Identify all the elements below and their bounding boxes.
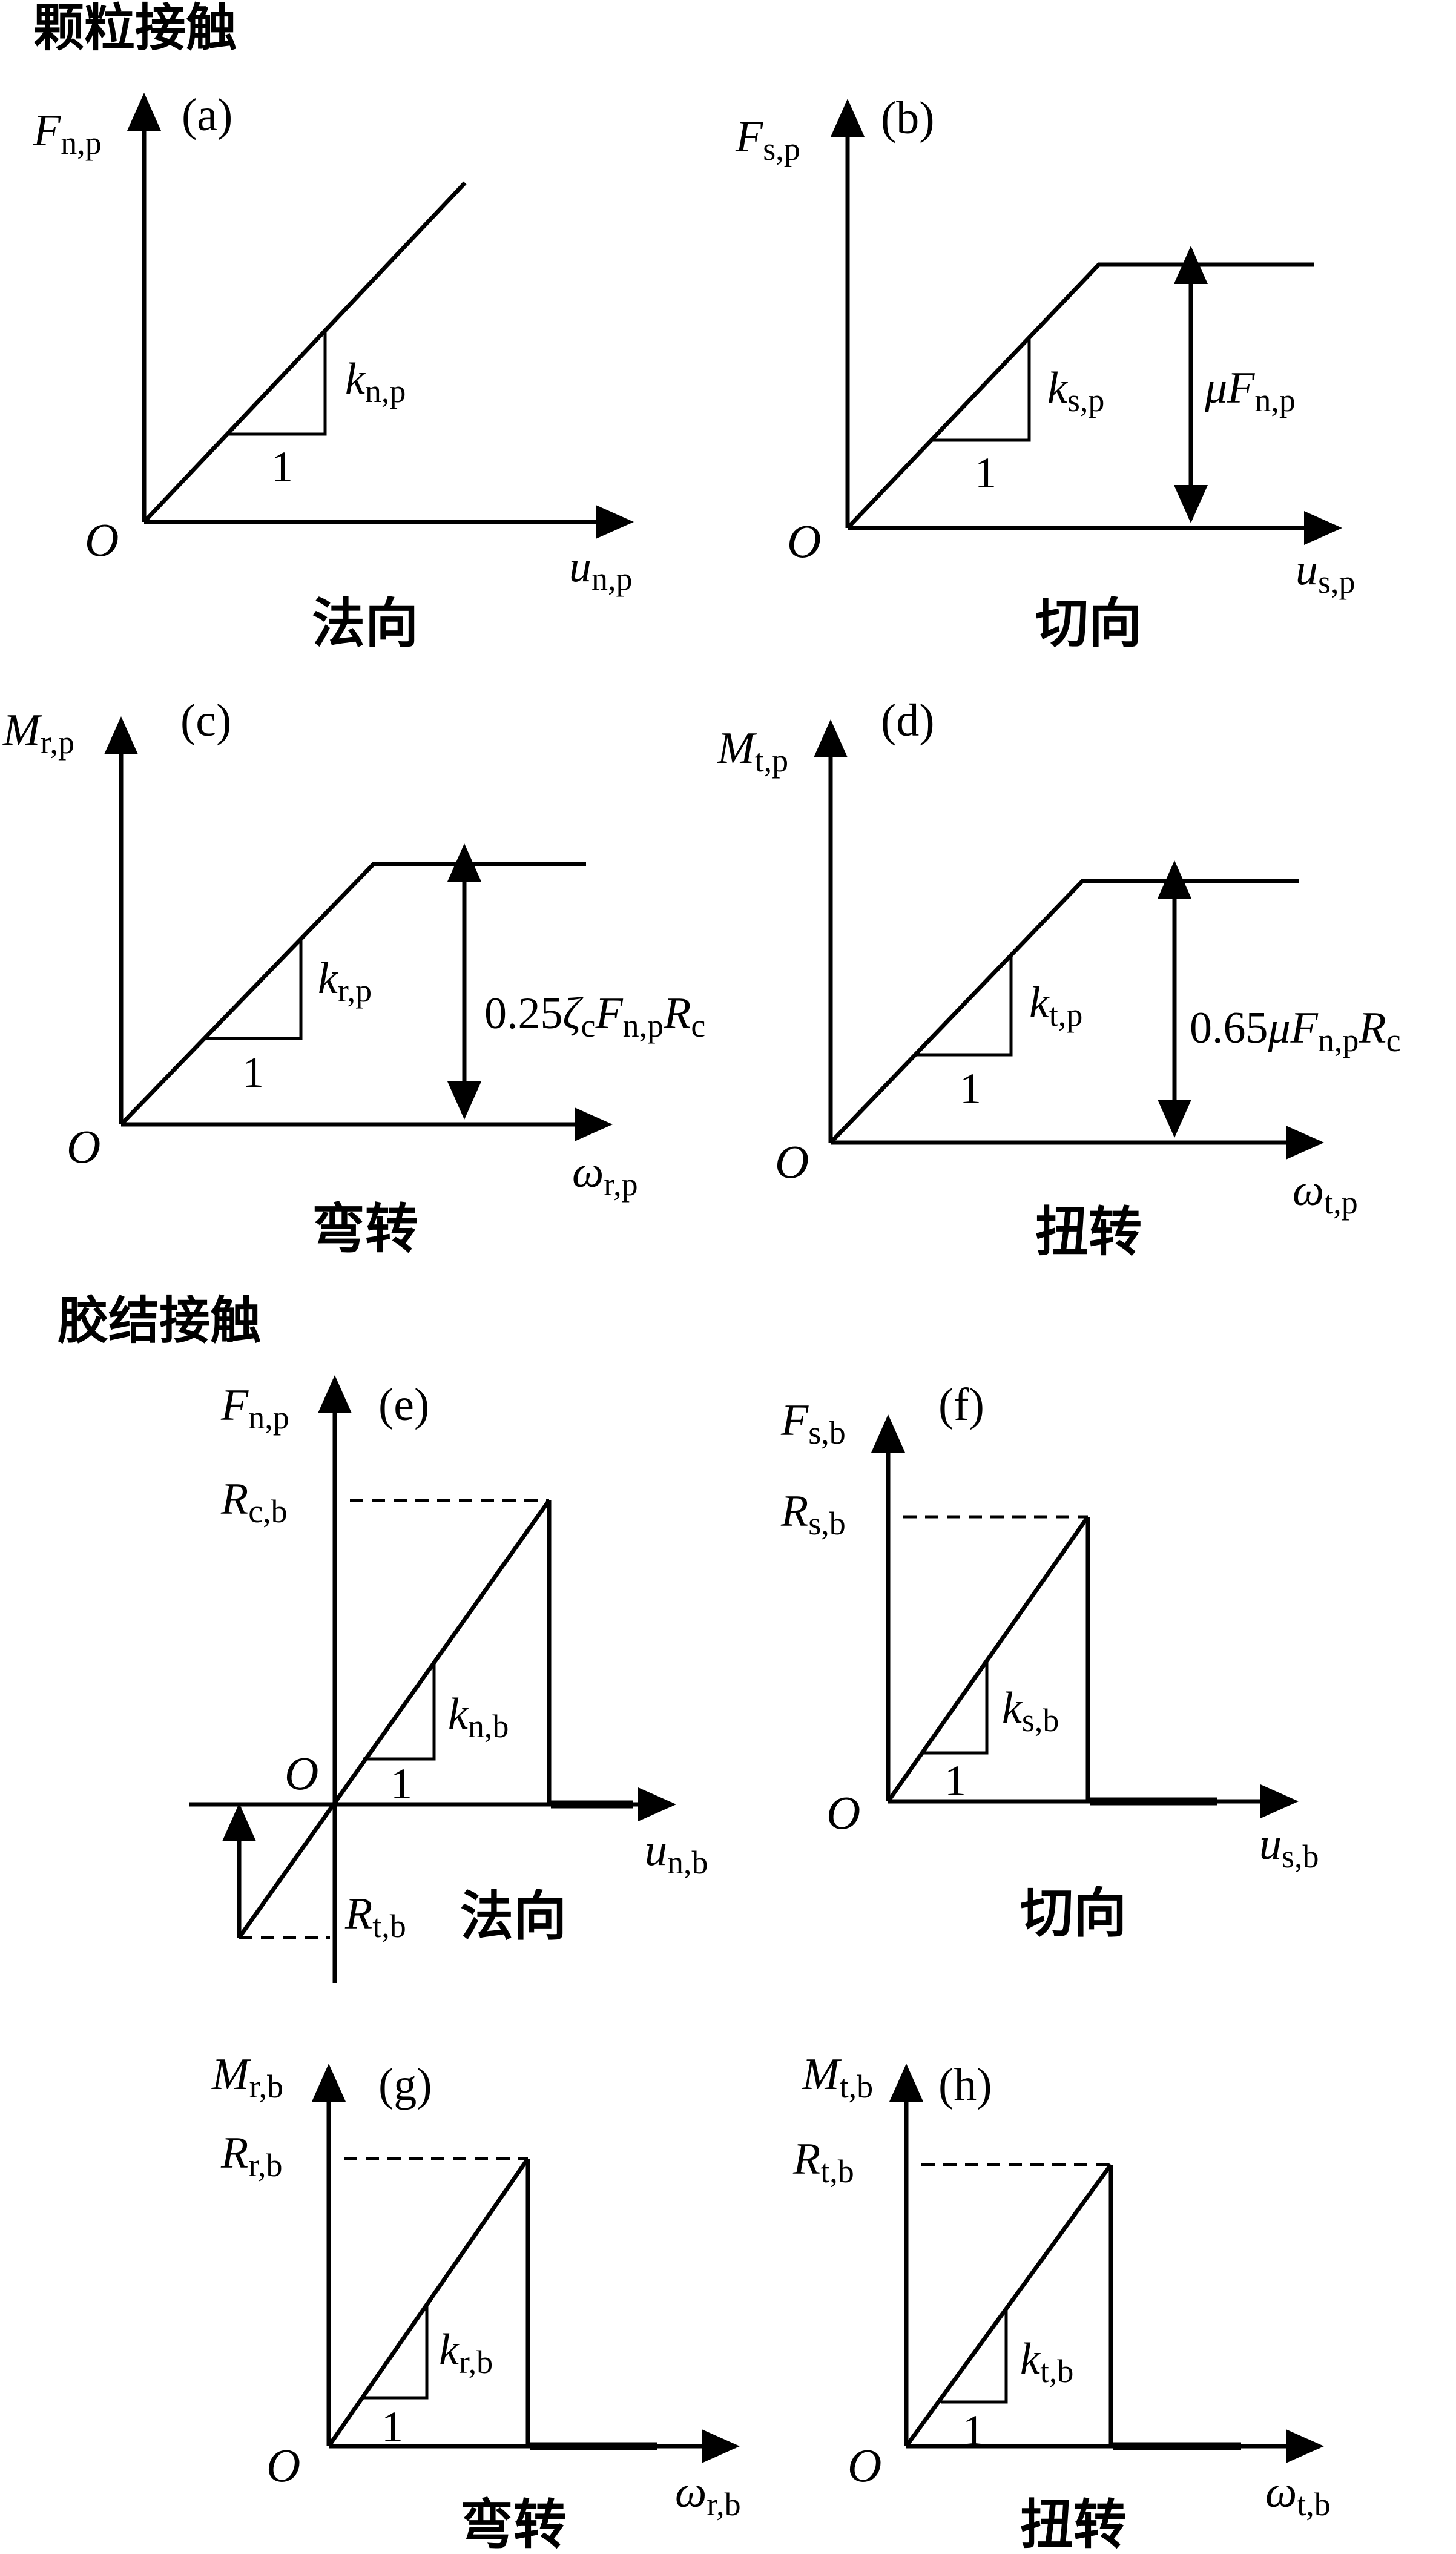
unit-label: 1 (390, 1760, 412, 1808)
slope-triangle (226, 329, 327, 436)
x-axis-label: us,b (1259, 1820, 1319, 1875)
panel-d-twisting-particle: Mt,p (d) kt,p 1 0.65μFn,pRc O ωt,p 扭转 (717, 695, 1401, 1263)
panel-caption: 扭转 (1035, 1201, 1142, 1263)
panel-tag: (g) (378, 2059, 432, 2110)
panel-caption: 法向 (312, 592, 418, 655)
panel-tag: (b) (881, 93, 935, 144)
origin-label: O (848, 2439, 881, 2492)
panel-c-rolling-particle: Mr,p (c) kr,p 1 0.25ζcFn,pRc O ωr,p 弯转 (2, 695, 705, 1260)
slope-triangle (363, 1661, 436, 1761)
panel-a-normal-particle: Fn,p (a) kn,p 1 O un,p 法向 (33, 90, 634, 655)
panel-caption: 扭转 (1020, 2493, 1127, 2554)
unit-label: 1 (271, 443, 293, 491)
peak-label: Rr,b (220, 2128, 283, 2183)
x-axis-label: ωr,p (572, 1147, 638, 1203)
y-axis-label: Mt,p (717, 724, 788, 779)
y-axis-label: Mr,b (211, 2050, 283, 2105)
peak-label: Rc,b (220, 1474, 288, 1529)
stiffness-line (886, 1515, 1090, 1803)
unit-label: 1 (960, 1064, 981, 1113)
stiffness-label: ks,p (1047, 363, 1104, 418)
limit-label: 0.65μFn,pRc (1190, 1003, 1401, 1058)
stiffness-line (237, 1499, 551, 1939)
y-axis-label: Fn,p (33, 106, 102, 161)
panel-g-rolling-bond: Mr,b (g) Rr,b kr,b 1 O ωr,b 弯转 (211, 2050, 741, 2554)
x-axis-label: us,p (1296, 545, 1356, 600)
origin-label: O (775, 1135, 809, 1188)
panel-tag: (d) (881, 695, 935, 746)
panel-tag: (a) (182, 90, 232, 140)
origin-label: O (787, 515, 821, 567)
panel-tag: (h) (938, 2059, 992, 2110)
slope-triangle (923, 1661, 989, 1755)
unit-label: 1 (381, 2403, 403, 2451)
panel-b-shear-particle: Fs,p (b) ks,p 1 μFn,p O us,p 切向 (735, 93, 1356, 655)
stiffness-label: kn,p (345, 354, 406, 409)
y-axis-label: Fs,b (780, 1396, 846, 1451)
y-axis-label: Fn,p (220, 1381, 289, 1436)
unit-label: 1 (963, 2406, 984, 2455)
limit-label: μFn,p (1204, 363, 1296, 418)
stiffness-label: kt,b (1020, 2334, 1073, 2389)
panel-tag: (c) (180, 695, 231, 746)
panel-caption: 法向 (460, 1885, 567, 1947)
origin-label: O (67, 1120, 100, 1173)
unit-label: 1 (242, 1048, 264, 1097)
panel-caption: 切向 (1035, 592, 1142, 655)
panel-caption: 弯转 (460, 2493, 567, 2554)
x-axis-label: ωr,b (675, 2467, 741, 2523)
unit-label: 1 (975, 449, 996, 497)
x-axis-label: un,p (569, 542, 633, 597)
panel-tag: (e) (378, 1379, 429, 1430)
y-axis-label: Mr,p (2, 705, 74, 761)
peak-label: Rt,b (792, 2134, 854, 2189)
stiffness-line (904, 2163, 1113, 2448)
stiffness-line (327, 2157, 530, 2447)
origin-label: O (85, 513, 119, 566)
x-axis-label: ωt,b (1265, 2467, 1331, 2523)
stiffness-label: ks,b (1002, 1683, 1059, 1738)
limit-label: 0.25ζcFn,pRc (484, 989, 705, 1044)
stiffness-label: kr,b (439, 2325, 493, 2380)
stiffness-label: kn,b (448, 1689, 509, 1744)
slope-triangle (914, 955, 1013, 1057)
stiffness-label: kr,p (318, 954, 372, 1009)
x-axis-label: ωt,p (1293, 1166, 1358, 1221)
y-axis-label: Mt,b (802, 2050, 873, 2105)
stiffness-line (142, 181, 467, 524)
y-axis-label: Fs,p (735, 112, 800, 167)
panel-f-shear-bond: Fs,b (f) Rs,b ks,b 1 O us,b 切向 (780, 1379, 1319, 1944)
section-title-particle-contact: 颗粒接触 (33, 0, 237, 58)
slope-triangle (205, 939, 303, 1040)
origin-label: O (266, 2439, 300, 2492)
panel-tag: (f) (938, 1379, 984, 1430)
origin-label: O (285, 1747, 318, 1800)
slope-triangle (361, 2304, 429, 2400)
origin-label: O (826, 1786, 860, 1839)
stiffness-label: kt,p (1029, 978, 1082, 1033)
panel-caption: 弯转 (312, 1198, 418, 1260)
panel-e-normal-bond: Fn,p (e) Rc,b kn,b 1 O Rt,b un,b 法向 (189, 1375, 708, 1983)
x-axis-label: un,b (645, 1826, 708, 1881)
peak-label: Rs,b (780, 1487, 846, 1542)
unit-label: 1 (944, 1757, 966, 1805)
trough-label: Rt,b (344, 1889, 406, 1944)
panel-caption: 切向 (1020, 1882, 1127, 1944)
section-title-bond-contact: 胶结接触 (58, 1291, 261, 1350)
panel-h-twisting-bond: Mt,b (h) Rt,b kt,b 1 O ωt,b 扭转 (792, 2050, 1331, 2554)
slope-triangle (941, 2310, 1008, 2404)
slope-triangle (931, 337, 1031, 442)
